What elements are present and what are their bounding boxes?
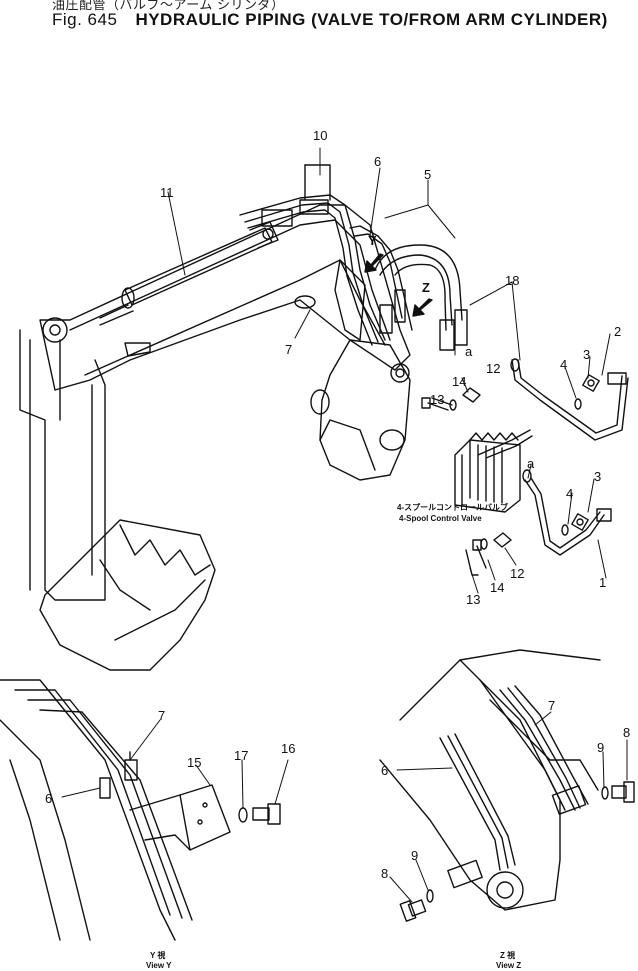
callout-6: 6 <box>374 154 381 169</box>
title-japanese: 油圧配管（バルブ～アーム シリンダ） <box>52 0 285 12</box>
callout-7-view-z: 7 <box>548 698 555 713</box>
figure-title-text: HYDRAULIC PIPING (VALVE TO/FROM ARM CYLI… <box>135 10 608 29</box>
pipe-1 <box>524 477 605 556</box>
view-y-caption-en: View Y <box>146 961 172 970</box>
callout-10: 10 <box>313 128 327 143</box>
callout-1: 1 <box>599 575 606 590</box>
callout-14-upper: 14 <box>452 374 466 389</box>
callout-9-view-z-right: 9 <box>597 740 604 755</box>
callout-13-upper: 13 <box>430 392 444 407</box>
view-z-caption-jp: Z 視 <box>500 950 515 960</box>
callout-17: 17 <box>234 748 248 763</box>
valve-label-en: 4-Spool Control Valve <box>399 514 482 523</box>
callout-15: 15 <box>187 755 201 770</box>
callout-3-lower: 3 <box>594 469 601 484</box>
callout-a-lower: a <box>527 456 535 471</box>
pipe-2 <box>477 359 629 459</box>
callout-7-view-y: 7 <box>158 708 165 723</box>
callout-view-y: Y <box>368 233 377 248</box>
callout-12-lower: 12 <box>510 566 524 581</box>
figure-number: Fig. 645 <box>52 10 118 29</box>
valve-label-jp: 4-スプールコントロールバルブ <box>397 502 508 512</box>
callout-14-lower: 14 <box>490 580 504 595</box>
callout-8-view-z-right: 8 <box>623 725 630 740</box>
callout-a-upper: a <box>465 344 473 359</box>
callout-4-upper: 4 <box>560 357 567 372</box>
callout-labels: 10 11 6 5 7 18 2 3 4 12 a 14 13 a 3 4 1 … <box>45 128 630 970</box>
hydraulic-hoses <box>239 164 468 351</box>
callout-6-view-y: 6 <box>45 791 52 806</box>
callout-18: 18 <box>505 273 519 288</box>
callout-7: 7 <box>285 342 292 357</box>
callout-2: 2 <box>614 324 621 339</box>
callout-5: 5 <box>424 167 431 182</box>
callout-16: 16 <box>281 741 295 756</box>
view-z-caption-en: View Z <box>496 961 521 970</box>
callout-9-view-z-left: 9 <box>411 848 418 863</box>
callout-4-lower: 4 <box>566 486 573 501</box>
view-arrows <box>364 253 433 317</box>
arm-cylinder <box>99 221 279 326</box>
callout-13-lower: 13 <box>466 592 480 607</box>
boom-arm-assembly <box>19 204 411 671</box>
callout-11: 11 <box>160 185 174 200</box>
callout-6-view-z: 6 <box>381 763 388 778</box>
hardware-main <box>421 358 627 576</box>
view-y-caption-jp: Y 視 <box>150 950 165 960</box>
callout-8-view-z-left: 8 <box>381 866 388 881</box>
spool-control-valve <box>454 432 521 513</box>
view-z-detail <box>379 649 635 922</box>
callout-12-upper: 12 <box>486 361 500 376</box>
view-y-detail <box>0 679 281 941</box>
callout-3-upper: 3 <box>583 347 590 362</box>
leader-lines <box>61 147 628 903</box>
figure-title: Fig. 645 HYDRAULIC PIPING (VALVE TO/FROM … <box>52 10 608 30</box>
callout-view-z: Z <box>422 280 430 295</box>
